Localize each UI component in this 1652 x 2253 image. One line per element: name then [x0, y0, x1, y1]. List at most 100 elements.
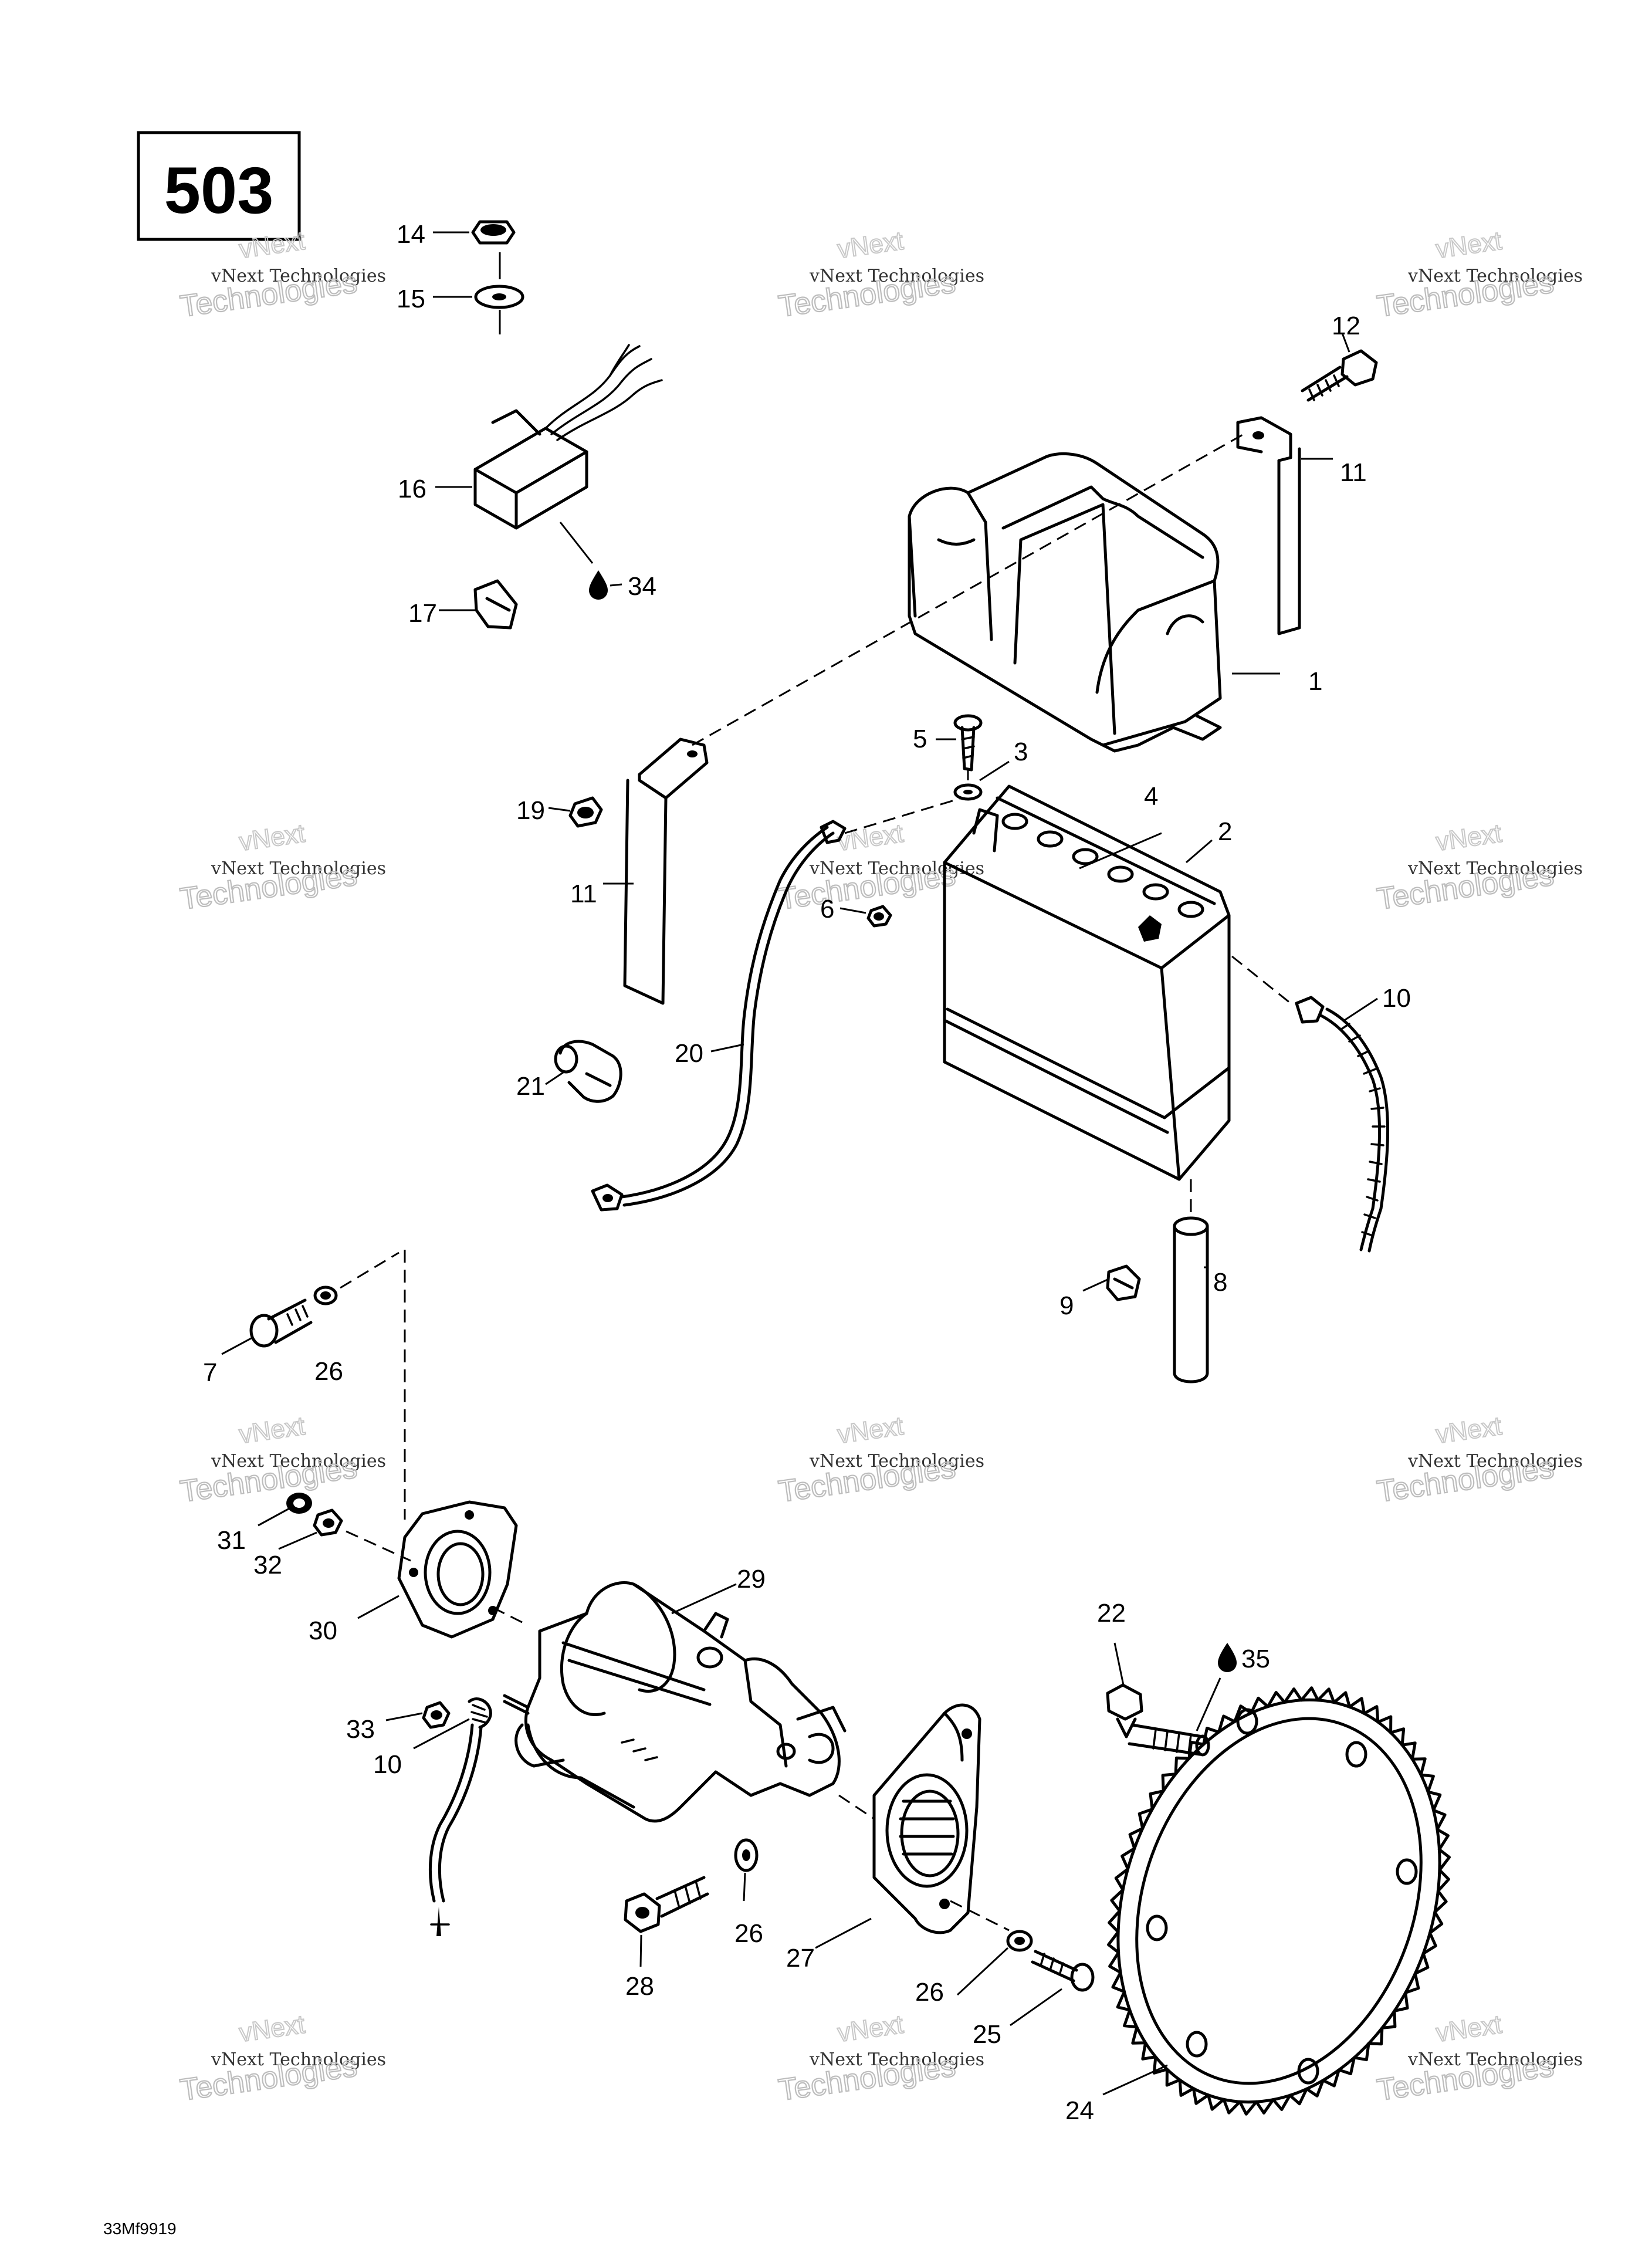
- callout-24: 24: [1065, 2096, 1094, 2125]
- part-screw-5: [953, 714, 983, 772]
- watermark-top: vNext: [836, 226, 905, 264]
- part-nut-33: [422, 1701, 451, 1729]
- part-bolt-12: [1301, 349, 1378, 402]
- watermark-top: vNext: [238, 1412, 307, 1449]
- watermark-top: vNext: [238, 226, 307, 264]
- watermark-main: vNext Technologies: [211, 2049, 386, 2070]
- callout-10-upper: 10: [1382, 984, 1411, 1013]
- part-nut-6: [866, 905, 892, 928]
- callout-25: 25: [973, 2020, 1001, 2049]
- part-battery-2: [943, 784, 1231, 1181]
- callout-31: 31: [217, 1526, 246, 1555]
- part-plate-30: [397, 1500, 518, 1639]
- part-grommet-31: [286, 1493, 312, 1514]
- part-washer-3: [953, 783, 983, 801]
- callout-2: 2: [1218, 817, 1232, 846]
- callout-26-a: 26: [314, 1357, 343, 1386]
- part-cable-10-lower: [428, 1697, 492, 1936]
- callout-22: 22: [1097, 1599, 1126, 1628]
- drop-icon-35: [1218, 1643, 1237, 1672]
- callout-11-right: 11: [1340, 458, 1367, 487]
- callout-6: 6: [820, 895, 834, 923]
- callout-29: 29: [737, 1565, 766, 1594]
- callout-4: 4: [1144, 782, 1158, 811]
- callout-34: 34: [628, 572, 656, 601]
- callout-7: 7: [203, 1358, 217, 1387]
- watermark-top: vNext: [1434, 1412, 1504, 1449]
- part-bolt-22: [1106, 1683, 1210, 1757]
- callout-26-c: 26: [915, 1978, 944, 2007]
- callout-10-lower: 10: [373, 1750, 402, 1779]
- watermark-main: vNext Technologies: [809, 2049, 984, 2070]
- watermark-main: vNext Technologies: [1407, 266, 1583, 286]
- gear-teeth-outline: [1107, 1686, 1451, 2116]
- part-regulator-16: [473, 344, 663, 530]
- callout-17: 17: [408, 599, 437, 628]
- diagram-number-box: 503: [137, 131, 301, 241]
- callout-8: 8: [1213, 1268, 1227, 1297]
- watermark-main: vNext Technologies: [211, 1451, 386, 1471]
- part-plate-27: [872, 1703, 981, 1934]
- part-washer-26-b: [734, 1838, 759, 1872]
- part-nut-14: [471, 220, 516, 245]
- part-bracket-11-left: [623, 738, 709, 1005]
- callout-21: 21: [516, 1072, 545, 1101]
- callout-14: 14: [397, 220, 425, 249]
- callout-15: 15: [397, 285, 425, 313]
- diagram-number: 503: [164, 154, 274, 227]
- watermark-top: vNext: [1434, 819, 1504, 857]
- part-clip-17: [473, 579, 518, 630]
- part-clip-9: [1106, 1264, 1141, 1301]
- watermark-main: vNext Technologies: [211, 858, 386, 879]
- part-bolt-7: [249, 1298, 313, 1348]
- callout-11-left: 11: [570, 879, 597, 908]
- part-washer-26-a: [313, 1286, 338, 1305]
- part-boot-21: [554, 1040, 622, 1103]
- callout-20: 20: [675, 1039, 703, 1068]
- part-bracket-11-right: [1236, 416, 1301, 635]
- callout-33: 33: [346, 1715, 375, 1744]
- part-bolt-25: [1031, 1950, 1095, 1992]
- callout-12: 12: [1332, 312, 1360, 340]
- callout-26-b: 26: [734, 1919, 763, 1948]
- watermark-main: vNext Technologies: [1407, 1451, 1583, 1471]
- part-cable-20: [591, 820, 847, 1212]
- part-tube-8: [1173, 1216, 1209, 1383]
- callout-32: 32: [253, 1551, 282, 1579]
- callout-19: 19: [516, 796, 545, 825]
- callout-5: 5: [913, 725, 927, 753]
- watermark-top: vNext: [1434, 226, 1504, 264]
- watermark-top: vNext: [238, 2010, 307, 2048]
- part-bolt-28: [624, 1876, 709, 1933]
- callout-labels: 1 2 3 4 5 6 7 8 9 10 10 11 11 12 14 15 1…: [203, 220, 1411, 2125]
- callout-28: 28: [625, 1972, 654, 2001]
- callout-30: 30: [309, 1616, 337, 1645]
- watermark-main: vNext Technologies: [1407, 2049, 1583, 2070]
- watermark-main: vNext Technologies: [1407, 858, 1583, 879]
- drawing-code: 33Mf9919: [103, 2220, 177, 2238]
- part-washer-26-c: [1006, 1930, 1033, 1952]
- watermark-main: vNext Technologies: [809, 1451, 984, 1471]
- callout-16: 16: [398, 475, 426, 503]
- part-washer-15: [474, 285, 524, 309]
- watermark-top: vNext: [836, 1412, 905, 1449]
- drop-icon-34: [589, 570, 608, 600]
- callout-35: 35: [1241, 1645, 1270, 1673]
- part-ring-gear-24: [1107, 1686, 1451, 2116]
- part-battery-cover-1: [908, 452, 1222, 753]
- watermark-top: vNext: [1434, 2010, 1504, 2048]
- callout-9: 9: [1059, 1291, 1074, 1320]
- part-nut-19: [568, 796, 603, 828]
- part-cable-10-upper: [1295, 996, 1390, 1253]
